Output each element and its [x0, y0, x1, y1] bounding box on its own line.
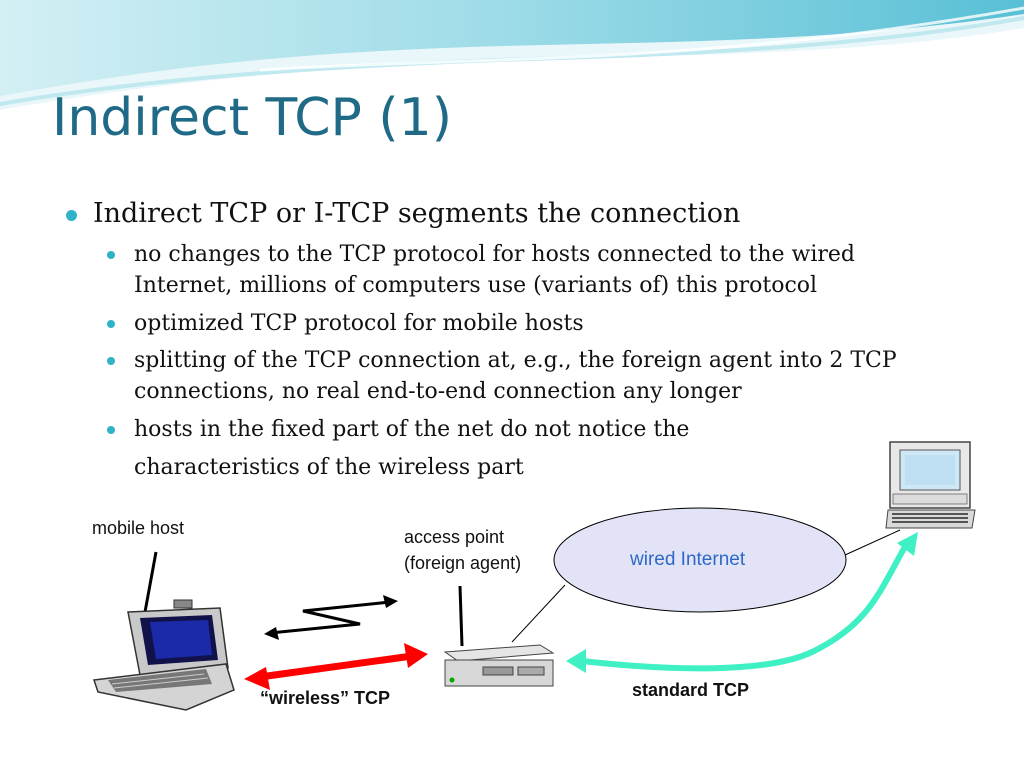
- access-point-to-internet-line: [511, 584, 566, 643]
- bullet-text: optimized TCP protocol for mobile hosts: [134, 311, 584, 336]
- bullet-dot-icon: [107, 320, 115, 328]
- bullet-dot-icon: [66, 210, 77, 221]
- internet-to-host-line: [844, 529, 901, 556]
- bullet-dot-icon: [107, 251, 115, 259]
- desktop-computer-icon: [885, 441, 976, 529]
- laptop-icon: [92, 551, 235, 711]
- wired-internet-label: wired Internet: [630, 549, 746, 570]
- bullet-text: no changes to the TCP protocol for hosts…: [134, 242, 855, 298]
- mobile-host-label: mobile host: [92, 518, 185, 538]
- wired-internet-cloud: [553, 507, 847, 613]
- bullet-text: hosts in the fixed part of the net do no…: [134, 417, 690, 442]
- access-point-icon: [443, 585, 555, 687]
- wireless-signal-icon: [264, 595, 398, 640]
- wireless-tcp-label: “wireless” TCP: [260, 688, 391, 708]
- wireless-tcp-arrow: [244, 643, 428, 690]
- bullet-dot-icon: [107, 357, 115, 365]
- bullet-text: Indirect TCP or I-TCP segments the conne…: [93, 198, 741, 229]
- access-point-label: access point: [404, 527, 505, 547]
- standard-tcp-label: standard TCP: [632, 680, 750, 700]
- bullet-dot-icon: [107, 426, 115, 434]
- foreign-agent-label: (foreign agent): [404, 553, 522, 573]
- bullet-text: characteristics of the wireless part: [134, 455, 524, 480]
- slide-title: Indirect TCP (1): [52, 88, 453, 148]
- standard-tcp-arrow: [566, 532, 918, 673]
- bullet-text: splitting of the TCP connection at, e.g.…: [134, 348, 897, 404]
